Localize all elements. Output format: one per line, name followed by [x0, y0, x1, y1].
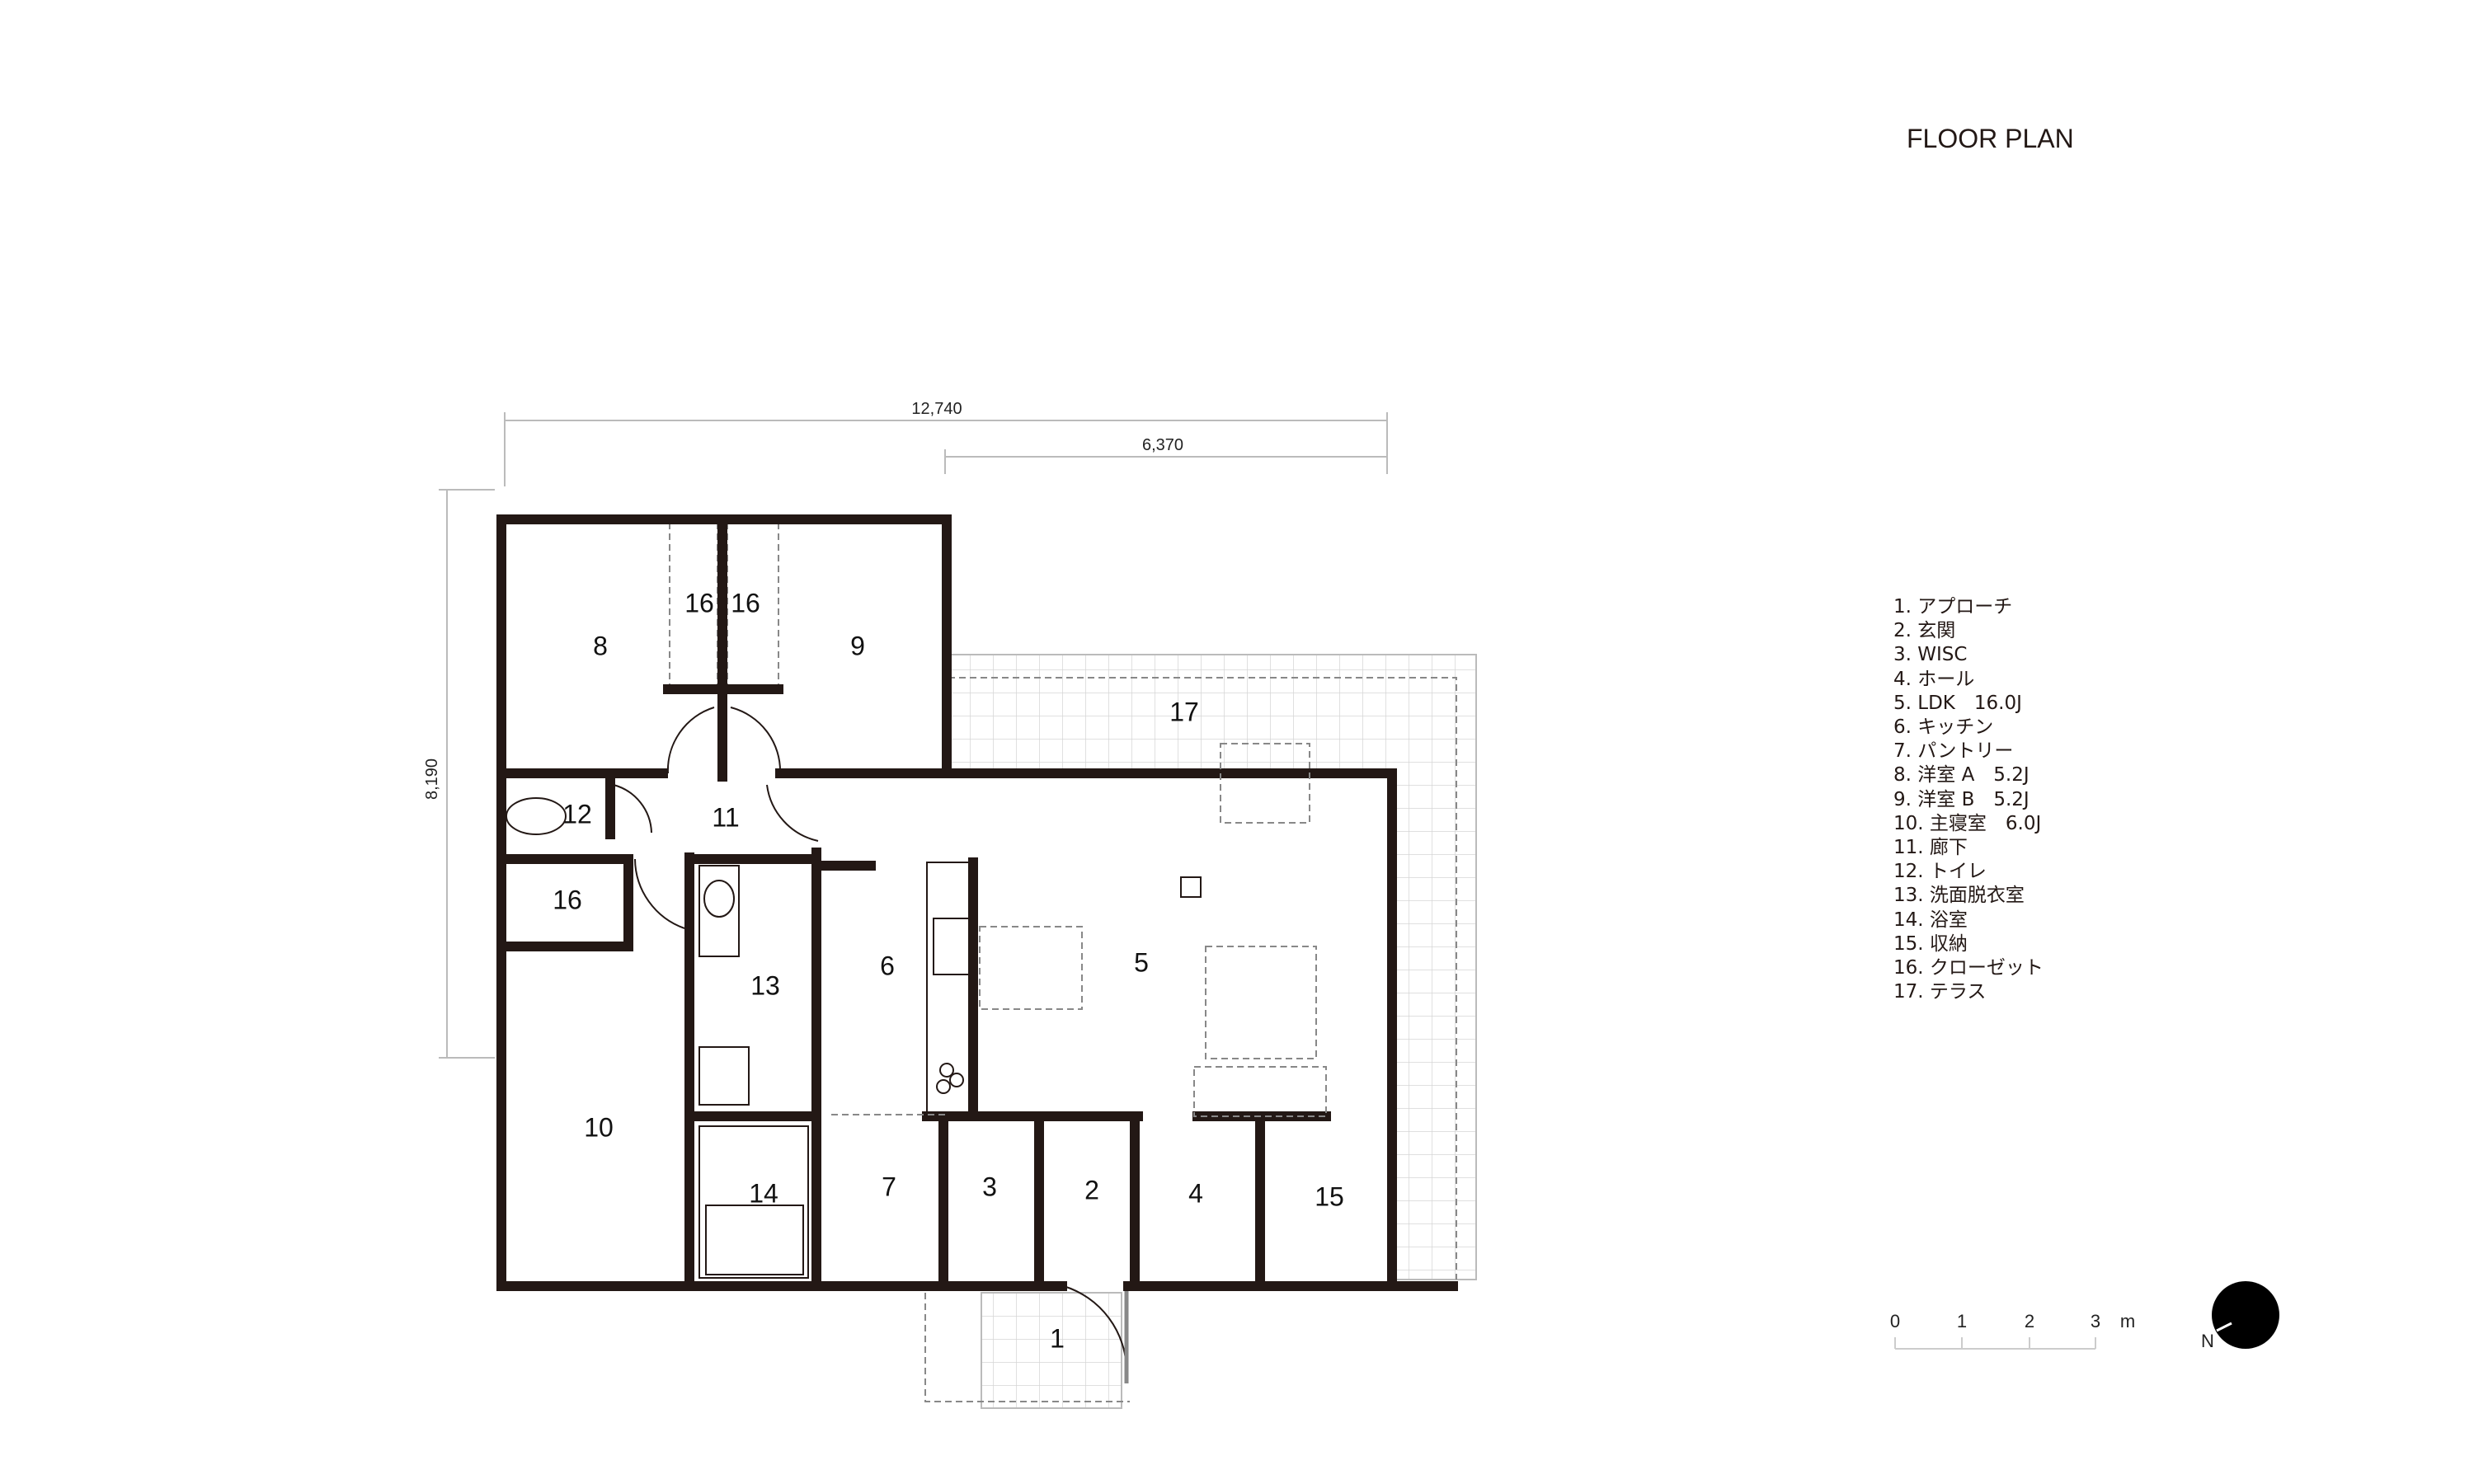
scale-tick-3: 3	[2091, 1311, 2100, 1331]
legend-item: 5. LDK 16.0J	[1893, 692, 2022, 714]
room-label-closet-b: 16	[731, 588, 760, 618]
room-label-ldk: 5	[1134, 947, 1149, 977]
room-label-hall: 4	[1188, 1178, 1203, 1208]
scale-tick-2: 2	[2025, 1311, 2034, 1331]
legend-item: 11. 廊下	[1893, 837, 1968, 859]
north-label: N	[2201, 1331, 2214, 1351]
legend-item: 4. ホール	[1893, 668, 1975, 690]
room-label-master-bedroom: 10	[584, 1112, 614, 1142]
legend-item: 9. 洋室 B 5.2J	[1893, 788, 2030, 810]
legend-item: 17. テラス	[1893, 981, 1987, 1003]
legend-item: 7. パントリー	[1893, 740, 2014, 763]
legend-item: 12. トイレ	[1893, 861, 1987, 883]
legend-item: 10. 主寝室 6.0J	[1893, 812, 2042, 834]
legend-item: 8. 洋室 A 5.2J	[1893, 764, 2030, 787]
room-labels: 1 2 3 4 5 6 7 8 9 10 11 12 13 14 15 16 1…	[553, 588, 1344, 1353]
scale-bar: 0 1 2 3 m	[1890, 1311, 2135, 1350]
legend-item: 14. 浴室	[1893, 909, 1968, 931]
room-legend: 1. アプローチ 2. 玄関 3. WISC 4. ホール 5. LDK 16.…	[1893, 595, 2044, 1004]
room-label-wisc: 3	[982, 1172, 997, 1201]
fixtures	[506, 707, 1327, 1279]
room-label-approach: 1	[1050, 1323, 1065, 1353]
page-title: FLOOR PLAN	[1907, 124, 2074, 153]
room-label-corridor: 11	[712, 802, 739, 832]
dim-total-width: 12,740	[911, 400, 962, 418]
room-label-terrace: 17	[1169, 697, 1199, 726]
dimension-lines: 12,740 6,370 8,190	[423, 400, 1388, 1059]
legend-item: 6. キッチン	[1893, 716, 1994, 739]
room-label-kitchen: 6	[880, 951, 895, 980]
legend-item: 3. WISC	[1893, 644, 1968, 666]
legend-item: 1. アプローチ	[1893, 596, 2013, 618]
scale-unit: m	[2120, 1311, 2135, 1331]
dim-half-width: 6,370	[1142, 436, 1183, 454]
room-label-closet-c: 16	[553, 885, 582, 914]
legend-item: 16. クローゼット	[1893, 957, 2044, 979]
room-label-entrance: 2	[1084, 1175, 1099, 1205]
legend-item: 2. 玄関	[1893, 620, 1956, 642]
room-label-room-a: 8	[593, 631, 608, 660]
room-label-closet-a: 16	[684, 588, 714, 618]
approach	[924, 1285, 1130, 1409]
legend-item: 13. 洗面脱衣室	[1893, 885, 2025, 907]
scale-tick-1: 1	[1957, 1311, 1967, 1331]
walls	[496, 514, 1458, 1291]
room-label-storage: 15	[1315, 1181, 1344, 1211]
room-label-room-b: 9	[850, 631, 865, 660]
scale-tick-0: 0	[1890, 1311, 1900, 1331]
room-label-bathroom: 14	[749, 1178, 778, 1208]
legend-item: 15. 収納	[1893, 932, 1968, 955]
room-label-pantry: 7	[882, 1172, 896, 1201]
dim-depth: 8,190	[423, 758, 441, 800]
room-label-toilet: 12	[562, 799, 592, 829]
north-arrow-icon: N	[2201, 1281, 2279, 1351]
room-label-washroom: 13	[750, 970, 780, 1000]
